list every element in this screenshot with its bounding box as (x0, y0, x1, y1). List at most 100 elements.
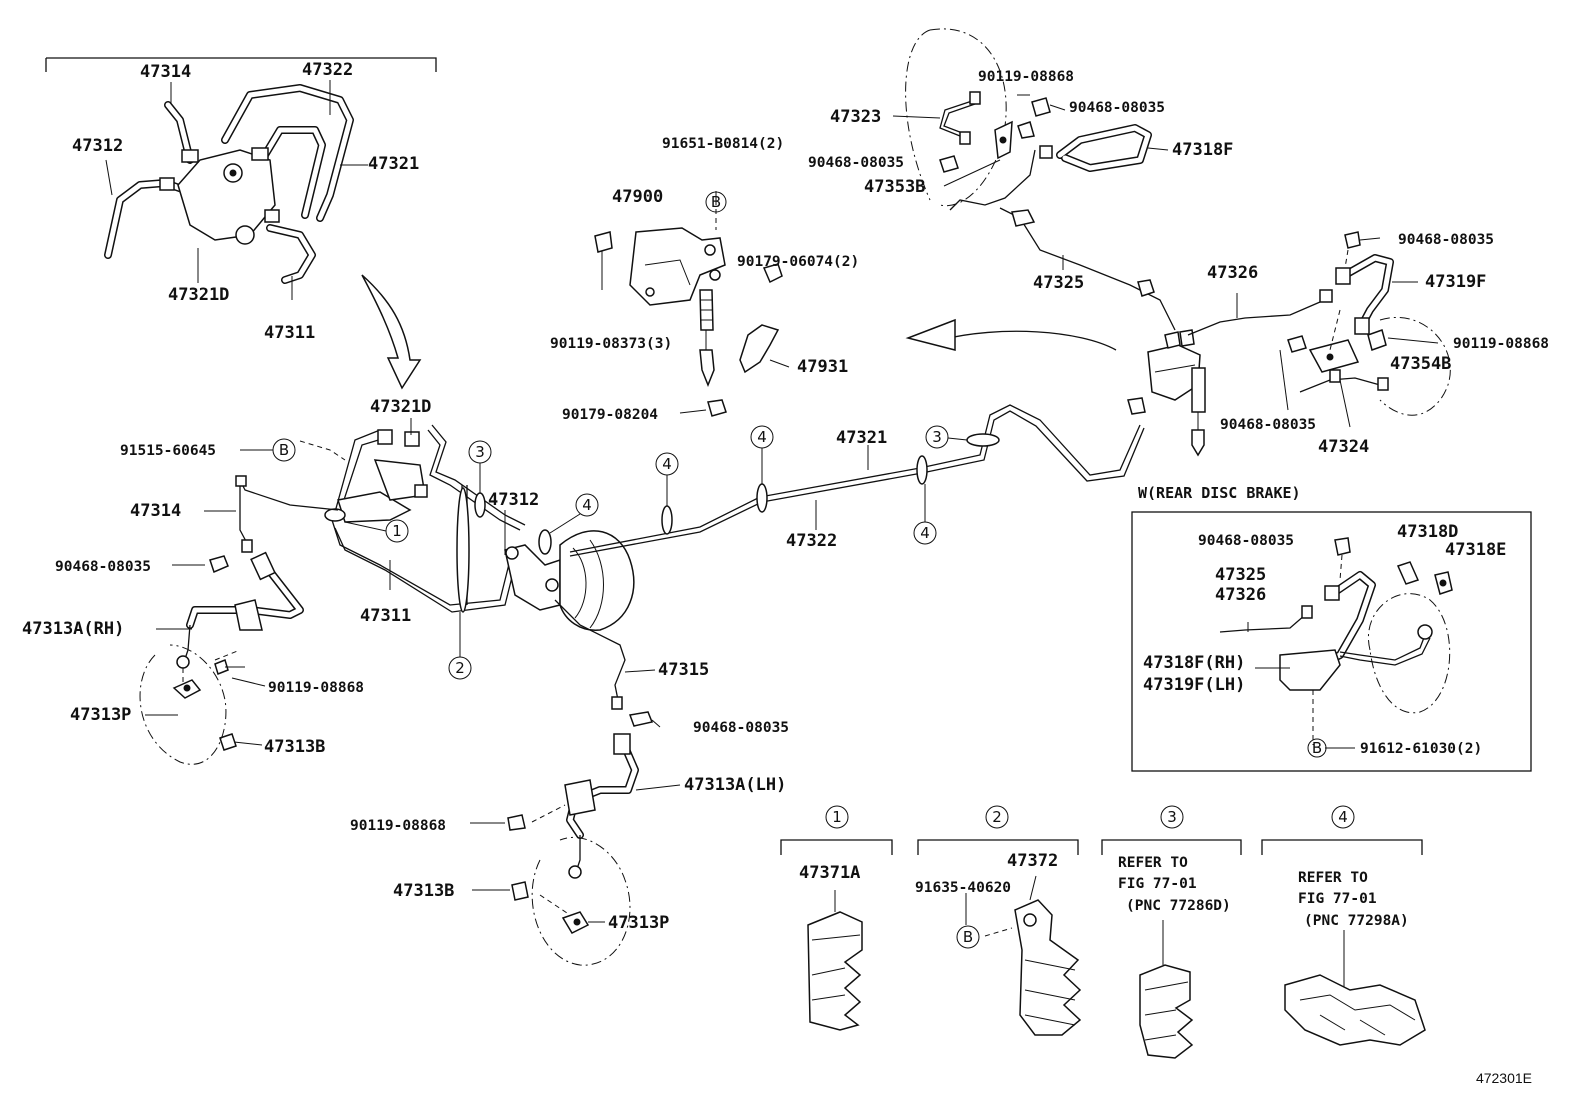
label-47322-main: 47322 (786, 531, 837, 551)
legend-callout-1-circle (825, 805, 849, 829)
top-left-group: 47314 47322 47312 47321 47321D 47311 (45, 57, 437, 343)
direction-arrow (361, 274, 422, 390)
rear-right-assembly: 90119-08868 90468-08035 47323 90468-0803… (808, 28, 1233, 331)
label-90179-08204: 90179-08204 (562, 407, 658, 423)
clamp-1-bracket (780, 839, 893, 855)
brake-booster (559, 530, 635, 631)
label-47325-inset: 47325 (1215, 565, 1266, 585)
wheel-bracket-47354B (1308, 339, 1360, 373)
inset-title: W(REAR DISC BRAKE) (1138, 484, 1301, 502)
clamp-47372 (1014, 899, 1082, 1036)
clamp-legend: 47371A 91635-40620 47372 REFER TO FIG 77… (780, 839, 1426, 1059)
center-valve-assembly: 91651-B0814(2) 47900 90179-06074(2) 9011… (550, 136, 1117, 423)
label-47321D-main: 47321D (370, 397, 431, 417)
label-90119-08868-a: 90119-08868 (268, 680, 364, 696)
clamp-2-bracket (917, 839, 1079, 855)
label-91612-61030: 91612-61030(2) (1360, 741, 1482, 757)
disc-caliper-bracket (1279, 649, 1341, 691)
callout-B-text-legend: B (963, 928, 973, 946)
ref4-line3: (PNC 77298A) (1304, 913, 1409, 929)
label-47312-main: 47312 (488, 490, 539, 510)
label-90468-08035-a: 90468-08035 (55, 559, 151, 575)
clamp-3-bracket (1101, 839, 1242, 855)
label-47321D-top: 47321D (168, 285, 229, 305)
label-47311-main: 47311 (360, 606, 411, 626)
callout-3-circle-right (925, 425, 949, 449)
label-90468-08035-f: 90468-08035 (1220, 417, 1316, 433)
label-47325-main: 47325 (1033, 273, 1084, 293)
label-91651-B0814: 91651-B0814(2) (662, 136, 784, 152)
legend-callout-4-circle (1331, 805, 1355, 829)
label-90468-08035-b: 90468-08035 (693, 720, 789, 736)
legend-callout-2-circle (985, 805, 1009, 829)
label-47313P-b: 47313P (608, 913, 669, 933)
callout-1-text: 1 (392, 522, 402, 540)
group-bracket (45, 57, 437, 72)
callout-4-circle-a (575, 493, 599, 517)
label-47318D: 47318D (1397, 522, 1458, 542)
label-47318F-top: 47318F (1172, 140, 1233, 160)
ref3-line3: (PNC 77286D) (1126, 898, 1231, 914)
callout-4-text-c: 4 (757, 428, 767, 446)
label-90468-08035-g: 90468-08035 (1198, 533, 1294, 549)
label-91635-40620: 91635-40620 (915, 880, 1011, 896)
label-47931: 47931 (797, 357, 848, 377)
callout-4-text-d: 4 (920, 524, 930, 542)
label-47313B-b: 47313B (393, 881, 454, 901)
callout-B-circle-inset (1307, 738, 1327, 758)
callout-3-text-left: 3 (475, 443, 485, 461)
inset-frame (1131, 511, 1532, 772)
ref4-line1: REFER TO (1298, 870, 1368, 886)
ref4-line2: FIG 77-01 (1298, 891, 1377, 907)
clamp-4-bracket (1261, 839, 1423, 855)
legend-callout-3-circle (1160, 805, 1184, 829)
valve-bracket (739, 324, 780, 374)
label-47321-main: 47321 (836, 428, 887, 448)
label-47314-top: 47314 (140, 62, 191, 82)
label-47311-top: 47311 (264, 323, 315, 343)
rear-disc-brake-inset: W(REAR DISC BRAKE) 90468-08035 47318D 47… (1131, 484, 1532, 772)
label-47318F-RH: 47318F(RH) (1143, 653, 1245, 673)
ref3-line1: REFER TO (1118, 855, 1188, 871)
rear-left-assembly: 47326 90468-08035 47319F 90119-08868 473… (1127, 231, 1549, 457)
label-47319F-LH: 47319F(LH) (1143, 675, 1245, 695)
label-90179-06074: 90179-06074(2) (737, 254, 859, 270)
callout-B-text-left: B (279, 441, 289, 459)
arrow-to-center-shaft (939, 330, 1117, 351)
label-47319F-top: 47319F (1425, 272, 1486, 292)
label-47322-top: 47322 (302, 60, 353, 80)
callout-markers: 1 1 2 2 3 3 3 4 4 4 4 4 B (240, 191, 1355, 949)
figure-code: 472301E (1476, 1070, 1532, 1086)
label-47372: 47372 (1007, 851, 1058, 871)
left-main-assembly: 47321D 91515-60645 47314 90468-08035 473… (22, 397, 789, 966)
label-47354B: 47354B (1390, 354, 1451, 374)
callout-4-text-a: 4 (582, 496, 592, 514)
label-90119-08868-e: 90119-08868 (1453, 336, 1549, 352)
label-47313B-a: 47313B (264, 737, 325, 757)
label-47326-main: 47326 (1207, 263, 1258, 283)
main-brake-lines: 47321 47322 (569, 404, 1145, 557)
label-90119-08868-c: 90119-08868 (978, 69, 1074, 85)
ref3-line2: FIG 77-01 (1118, 876, 1197, 892)
label-47313P-a: 47313P (70, 705, 131, 725)
callout-B-text-inset: B (1312, 739, 1322, 757)
label-47318E: 47318E (1445, 540, 1506, 560)
label-90119-08373: 90119-08373(3) (550, 336, 672, 352)
legend-callout-1-text: 1 (832, 808, 842, 826)
callout-3-text-right: 3 (932, 428, 942, 446)
label-47326-inset: 47326 (1215, 585, 1266, 605)
label-47900: 47900 (612, 187, 663, 207)
label-90468-08035-e: 90468-08035 (1398, 232, 1494, 248)
label-90468-08035-d: 90468-08035 (808, 155, 904, 171)
legend-callout-4-text: 4 (1338, 808, 1348, 826)
label-47371A: 47371A (799, 863, 860, 883)
callout-4-text-b: 4 (662, 455, 672, 473)
label-47313A-LH: 47313A(LH) (684, 775, 786, 795)
label-47324: 47324 (1318, 437, 1369, 457)
callout-B-circle-legend (956, 925, 980, 949)
callout-2-text: 2 (455, 659, 465, 677)
label-90119-08868-b: 90119-08868 (350, 818, 446, 834)
legend-callout-3-text: 3 (1167, 808, 1177, 826)
label-47315: 47315 (658, 660, 709, 680)
